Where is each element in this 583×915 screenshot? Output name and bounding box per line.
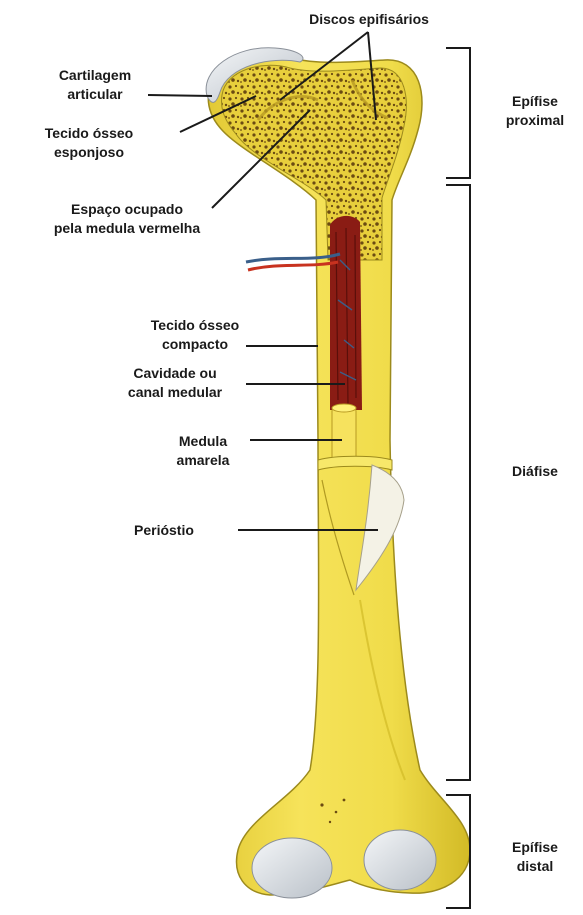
label-discos-epifisarios: Discos epifisários <box>284 10 454 29</box>
distal-cartilage-right <box>364 830 436 890</box>
label-medula-amarela: Medula amarela <box>158 432 248 470</box>
label-tecido-osseo-esponjoso: Tecido ósseo esponjoso <box>4 124 174 162</box>
label-diafise: Diáfise <box>490 462 580 481</box>
label-tecido-osseo-compacto: Tecido ósseo compacto <box>120 316 270 354</box>
label-cavidade-canal-medular: Cavidade ou canal medular <box>100 364 250 402</box>
label-epifise-distal: Epífise distal <box>490 838 580 876</box>
label-epifise-proximal: Epífise proximal <box>490 92 580 130</box>
distal-cartilage-left <box>252 838 332 898</box>
brackets <box>446 48 470 908</box>
yellow-marrow <box>332 408 356 462</box>
label-cartilagem-articular: Cartilagem articular <box>40 66 150 104</box>
label-espaco-medula-vermelha: Espaço ocupado pela medula vermelha <box>2 200 252 238</box>
label-periostio: Perióstio <box>134 521 234 540</box>
